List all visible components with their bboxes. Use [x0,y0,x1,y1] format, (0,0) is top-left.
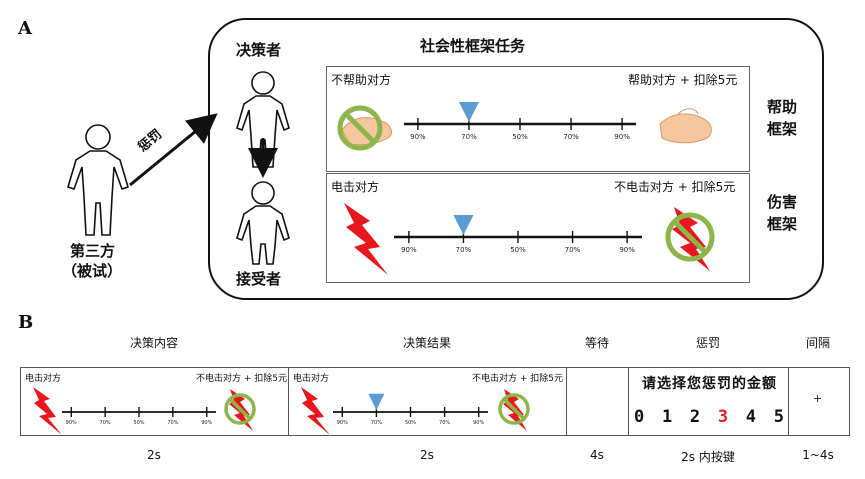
lightning-icon [301,387,330,434]
harm-side-label-1: 伤害 [767,193,798,211]
harm-side-label-2: 框架 [767,215,798,233]
forbid-icon [337,105,383,151]
scale-tick-label: 50% [512,133,528,141]
scale-tick-label: 70% [371,420,382,426]
stage-header-interval: 间隔 [805,336,830,350]
scale-tick-label: 70% [563,133,579,141]
punish-arrow [129,113,218,187]
help-side-label-2: 框架 [767,120,798,138]
help-side-label-1: 帮助 [767,98,798,116]
scale-tick-label: 70% [461,133,477,141]
scale-tick-label: 90% [201,420,212,426]
decider-label: 决策者 [236,41,282,59]
amount-option-0[interactable]: 0 [634,407,645,427]
third-party-figure [67,124,129,236]
third-party-label: 第三方 [70,242,116,260]
stage-header-wait: 等待 [584,336,609,350]
content-left-option: 电击对方 [25,374,62,384]
punish-prompt: 请选择您惩罚的金额 [642,376,777,392]
content-right-option: 不电击对方 + 扣除5元 [196,374,287,384]
hand-icon [341,117,392,146]
duration-wait: 4s [590,448,604,462]
lightning-icon [33,387,62,434]
scale-tick-label: 70% [456,246,472,254]
content-scale: 90% 70% 50% 70% 90% [33,387,256,434]
task-title: 社会性框架任务 [420,37,526,55]
scale-tick-label: 90% [337,420,348,426]
amount-option-1[interactable]: 1 [661,407,673,427]
result-choice-marker [368,393,385,410]
scale-tick-label: 90% [66,420,77,426]
result-right-option: 不电击对方 + 扣除5元 [472,374,563,384]
lightning-icon [344,203,388,275]
harm-choice-marker [453,215,474,235]
help-choice-marker [458,102,479,122]
duration-punish: 2s 内按键 [681,450,735,464]
amount-option-5[interactable]: 5 [773,407,784,427]
content-screen [20,367,289,436]
scale-tick-label: 90% [619,246,635,254]
decider-figure [236,71,290,168]
helping-hand-icon [659,108,712,144]
subject-label: （被试） [62,262,123,280]
amount-options: 0 1 2 3 4 5 [634,407,784,427]
scale-tick-label: 70% [100,420,111,426]
receiver-label: 接受者 [236,270,282,288]
task-container [208,18,824,300]
duration-interval: 1~4s [802,448,834,462]
amount-option-2[interactable]: 2 [689,407,701,427]
scale-tick-label: 50% [510,246,526,254]
harm-left-option: 电击对方 [331,180,380,194]
panel-a-label: A [18,18,32,39]
amount-option-3[interactable]: 3 [717,407,729,427]
duration-content: 2s [147,448,161,462]
wait-screen [566,367,629,436]
lightning-forbid-icon [665,207,715,271]
scale-tick-label: 70% [565,246,581,254]
scale-tick-label: 90% [614,133,630,141]
result-left-option: 电击对方 [293,374,330,384]
result-scale: 90% 70% 50% 70% 90% [301,387,530,434]
fixation-cross: + [813,392,823,405]
harm-frame-scale: 90% 70% 50% 70% 90% [344,203,715,275]
punish-screen [628,367,789,436]
stage-header-punish: 惩罚 [695,336,720,350]
scale-tick-label: 70% [439,420,450,426]
scale-tick-label: 50% [133,420,144,426]
help-left-option: 不帮助对方 [331,73,392,87]
lightning-forbid-icon [498,389,530,431]
panel-b-label: B [18,312,34,333]
scale-tick-label: 70% [167,420,178,426]
lightning-forbid-icon [224,389,256,431]
stage-header-content: 决策内容 [129,336,178,350]
receiver-figure [236,181,290,265]
duration-result: 2s [420,448,434,462]
scale-tick-label: 50% [405,420,416,426]
help-right-option: 帮助对方 + 扣除5元 [628,73,738,87]
help-frame-scale: 90% 70% 50% 70% 90% [337,102,712,151]
stage-header-result: 决策结果 [402,336,451,350]
interval-screen [788,367,850,436]
harm-right-option: 不电击对方 + 扣除5元 [614,180,736,194]
scale-tick-label: 90% [401,246,417,254]
scale-tick-label: 90% [473,420,484,426]
amount-option-4[interactable]: 4 [745,407,756,427]
scale-tick-label: 90% [410,133,426,141]
